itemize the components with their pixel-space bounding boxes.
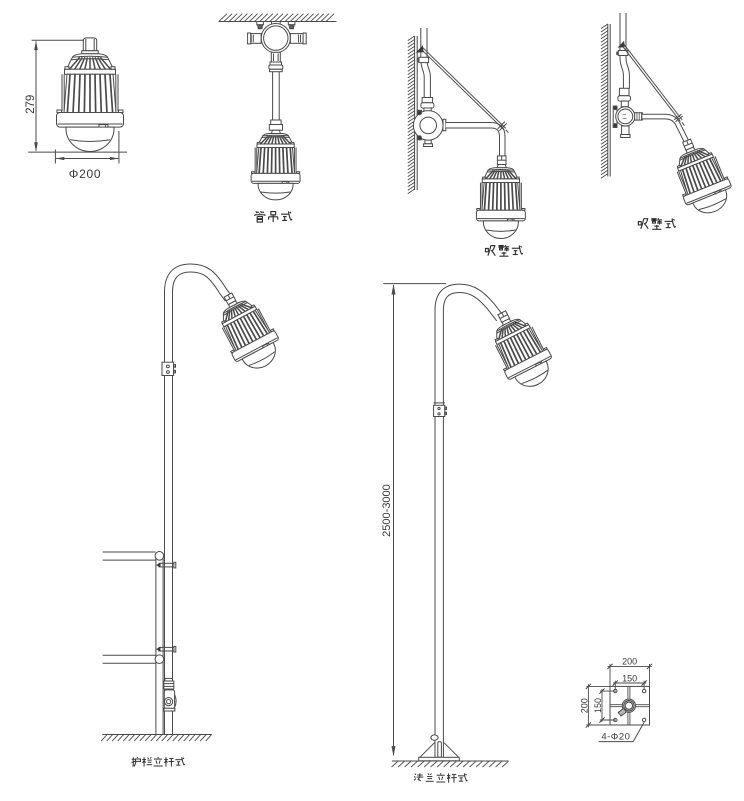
svg-text:150: 150 xyxy=(593,698,603,713)
svg-text:4-Φ20: 4-Φ20 xyxy=(601,732,630,743)
svg-text:200: 200 xyxy=(622,657,637,667)
svg-text:279: 279 xyxy=(25,95,37,114)
svg-text:Φ200: Φ200 xyxy=(69,167,101,181)
svg-text:200: 200 xyxy=(579,698,589,713)
svg-text:150: 150 xyxy=(622,673,637,683)
svg-text:2500-3000: 2500-3000 xyxy=(381,484,393,537)
